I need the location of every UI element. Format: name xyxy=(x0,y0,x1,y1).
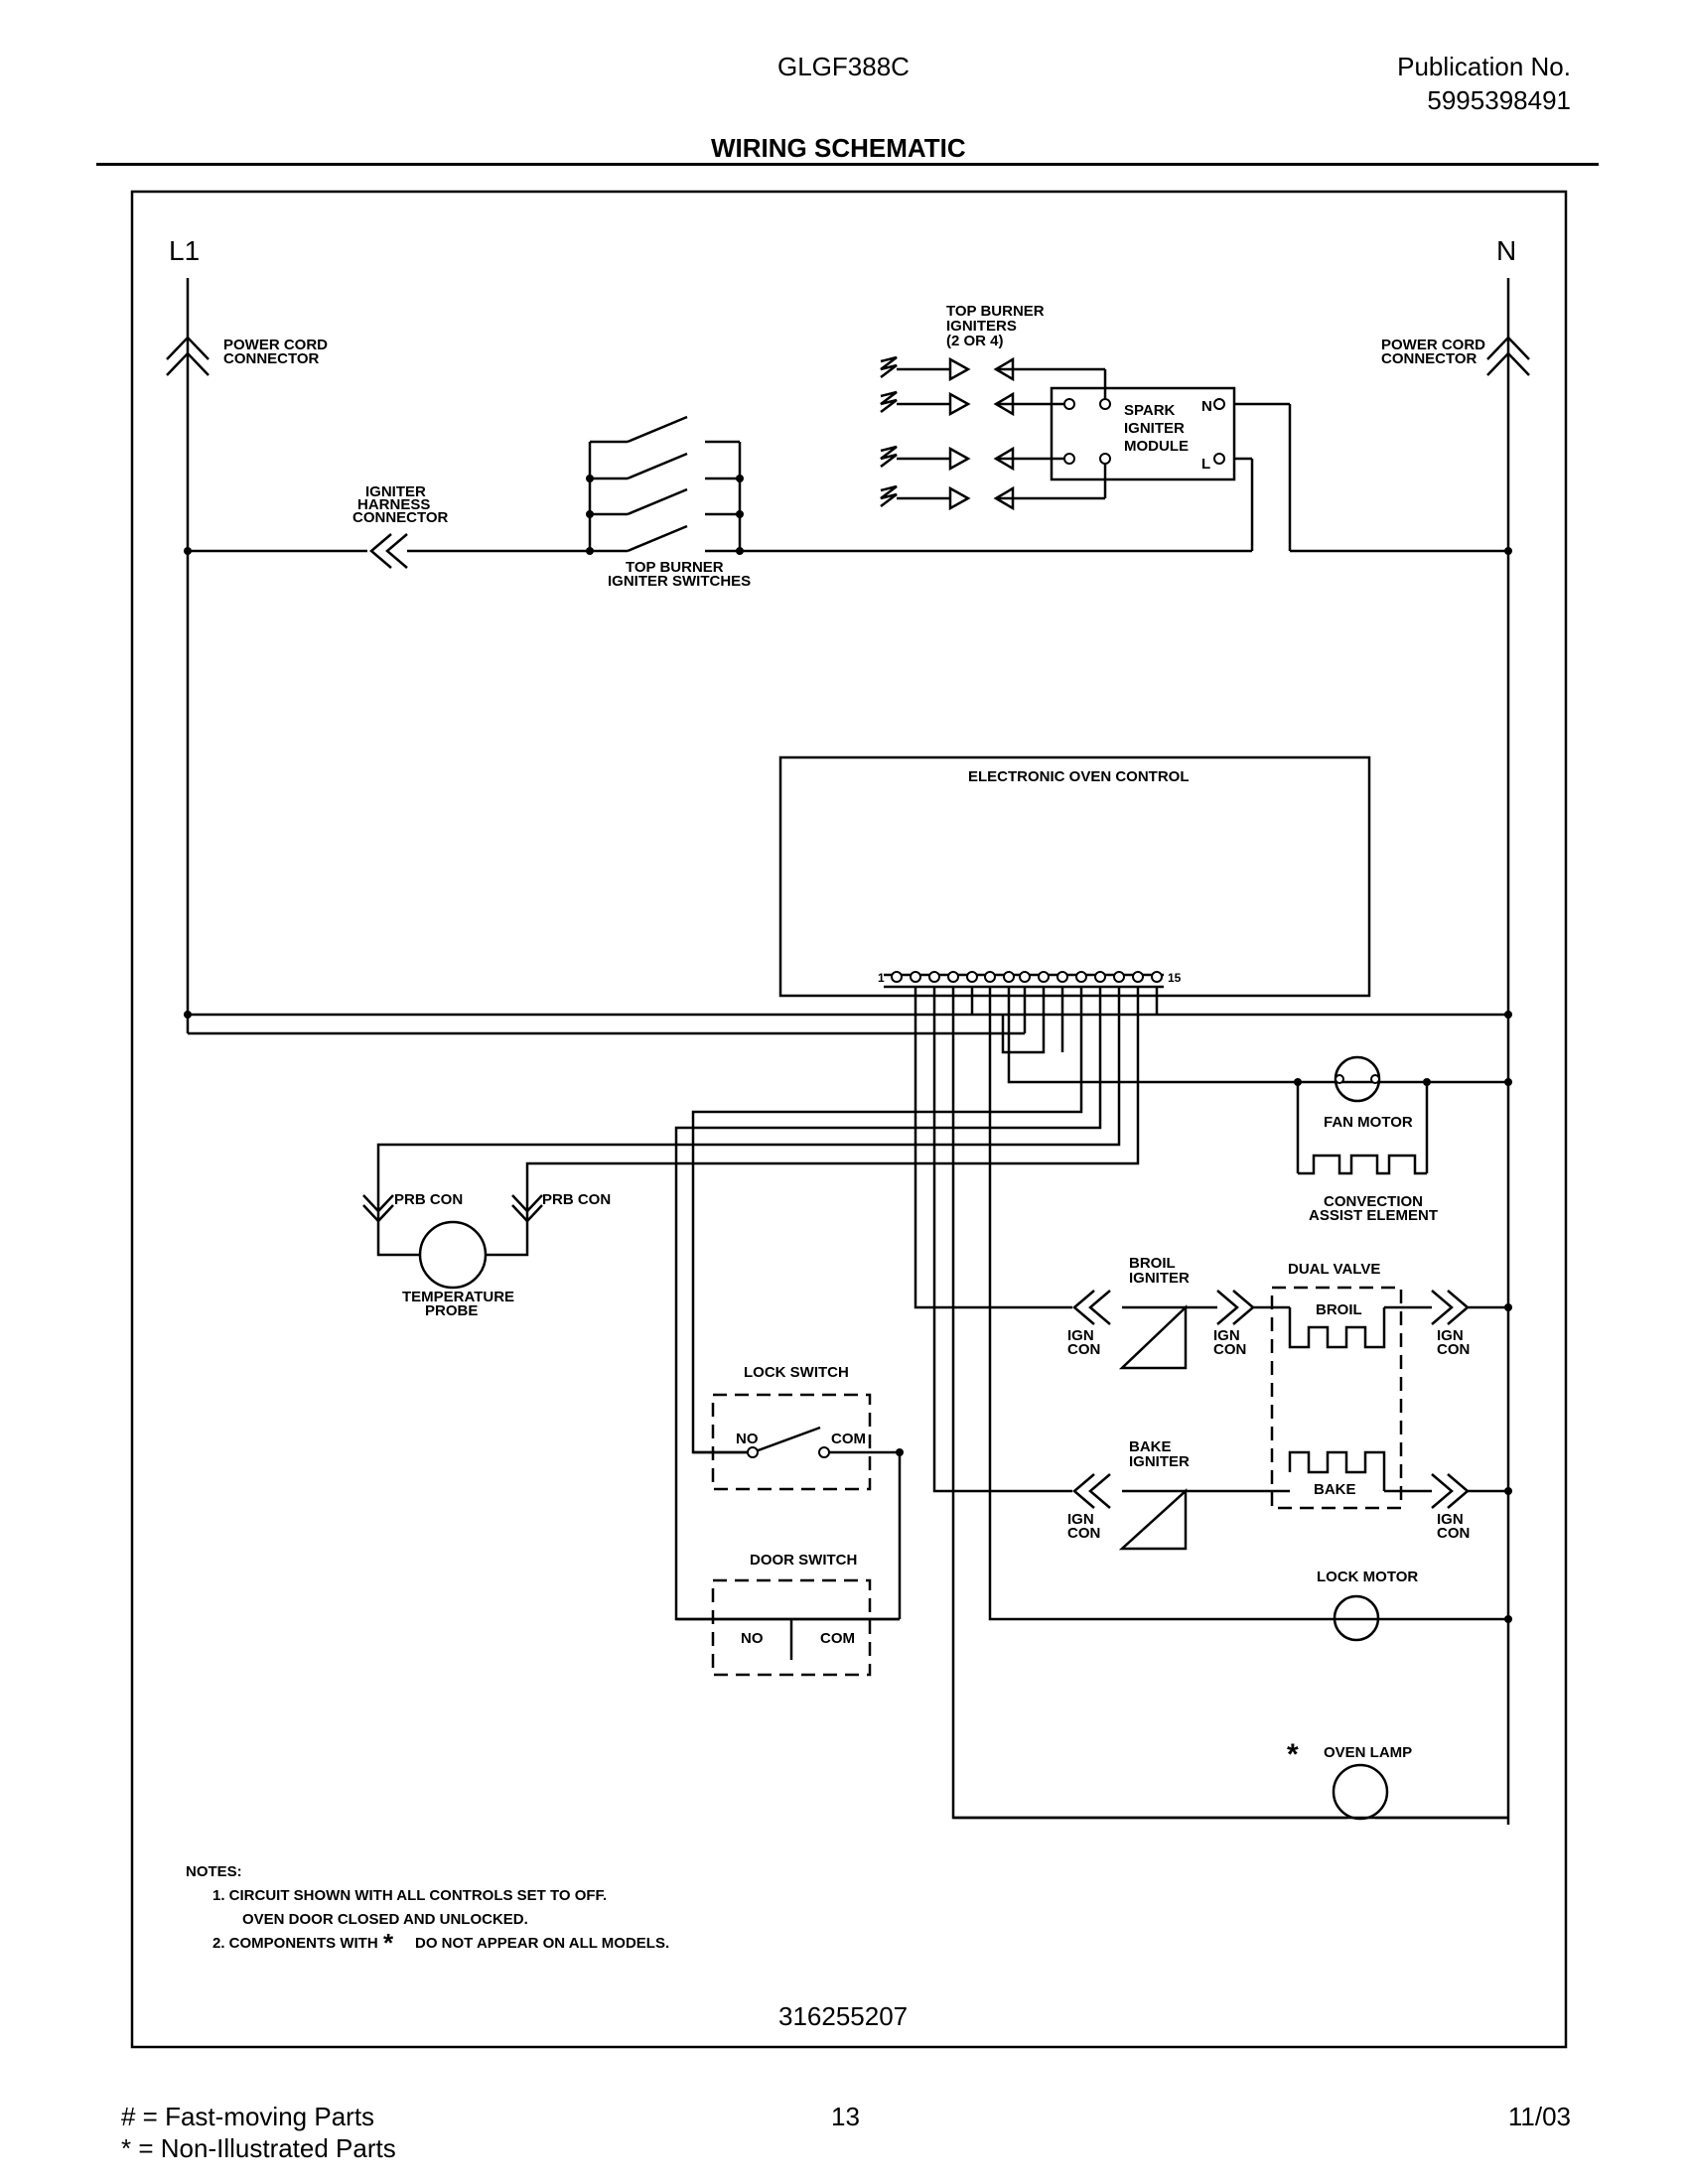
note-2a: 2. COMPONENTS WITH xyxy=(212,1935,378,1952)
spark-l-label: L xyxy=(1201,456,1210,473)
door-switch xyxy=(711,1578,872,1677)
convection-line2: ASSIST ELEMENT xyxy=(1309,1207,1438,1224)
spark-igniter-module xyxy=(1050,386,1236,481)
ign-con-1a: IGN xyxy=(1067,1327,1094,1344)
spark-n-label: N xyxy=(1201,398,1212,415)
bake-igniter-line1: BAKE xyxy=(1129,1438,1172,1455)
ign-con-1b: CON xyxy=(1067,1341,1100,1358)
lock-motor xyxy=(1333,1594,1380,1642)
dual-valve-label: DUAL VALVE xyxy=(1288,1261,1380,1278)
note-2b: DO NOT APPEAR ON ALL MODELS. xyxy=(415,1935,669,1952)
notes-title: NOTES: xyxy=(186,1863,242,1880)
igniters-line2: IGNITERS xyxy=(946,318,1017,335)
publication-label: Publication No. xyxy=(1397,52,1571,81)
broil-igniter xyxy=(1118,1304,1188,1370)
electronic-oven-control xyxy=(778,755,1371,998)
ign-con-3a: IGN xyxy=(1437,1327,1464,1344)
oven-lamp-label: OVEN LAMP xyxy=(1324,1744,1412,1761)
note-1b: OVEN DOOR CLOSED AND UNLOCKED. xyxy=(242,1911,528,1928)
dual-valve xyxy=(1270,1286,1403,1510)
ign-con-2a: IGN xyxy=(1213,1327,1240,1344)
publication-number: 5995398491 xyxy=(1427,85,1571,115)
n-label: N xyxy=(1496,235,1516,266)
note-1a: 1. CIRCUIT SHOWN WITH ALL CONTROLS SET T… xyxy=(212,1887,607,1904)
harness-line2: HARNESS xyxy=(357,496,430,513)
revision-date: 11/03 xyxy=(1507,2102,1571,2131)
prb-con-left: PRB CON xyxy=(394,1191,463,1208)
page-title: WIRING SCHEMATIC xyxy=(711,133,966,163)
switches-line1: TOP BURNER xyxy=(626,559,724,576)
probe-line1: TEMPERATURE xyxy=(402,1289,514,1305)
lock-switch-label: LOCK SWITCH xyxy=(744,1364,849,1381)
probe-line2: PROBE xyxy=(425,1302,478,1319)
broil-label: BROIL xyxy=(1316,1301,1362,1318)
convection-line1: CONVECTION xyxy=(1324,1193,1423,1210)
lock-switch xyxy=(711,1393,872,1491)
bake-label: BAKE xyxy=(1314,1481,1356,1498)
spark-line3: MODULE xyxy=(1124,438,1189,455)
page-number: 13 xyxy=(831,2102,860,2131)
bake-igniter xyxy=(1118,1488,1188,1551)
legend-fast-moving: # = Fast-moving Parts xyxy=(121,2102,375,2131)
broil-igniter-line1: BROIL xyxy=(1129,1255,1176,1272)
drawing-number: 316255207 xyxy=(778,2001,908,2031)
lock-motor-label: LOCK MOTOR xyxy=(1317,1569,1418,1585)
lock-no-label: NO xyxy=(736,1431,759,1447)
oven-lamp-asterisk: * xyxy=(1287,1738,1299,1771)
header-rule xyxy=(96,163,1599,166)
legend-non-illustrated: * = Non-Illustrated Parts xyxy=(121,2133,396,2163)
oven-lamp xyxy=(1332,1763,1389,1821)
top-burner-igniters xyxy=(880,355,1015,511)
ign-con-4a: IGN xyxy=(1067,1511,1094,1528)
model-number: GLGF388C xyxy=(777,52,910,81)
spark-line1: SPARK xyxy=(1124,402,1176,419)
note-asterisk: * xyxy=(383,1928,394,1958)
l1-label: L1 xyxy=(169,235,200,266)
ign-con-5b: CON xyxy=(1437,1525,1470,1542)
broil-igniter-line2: IGNITER xyxy=(1129,1270,1190,1287)
door-com-label: COM xyxy=(820,1630,855,1647)
pin-first: 1 xyxy=(878,971,885,985)
power-cord-n-line2: CONNECTOR xyxy=(1381,350,1477,367)
pin-last: 15 xyxy=(1168,971,1182,985)
lock-com-label: COM xyxy=(831,1431,866,1447)
power-cord-l1-line2: CONNECTOR xyxy=(223,350,320,367)
ign-con-4b: CON xyxy=(1067,1525,1100,1542)
ign-con-3b: CON xyxy=(1437,1341,1470,1358)
prb-con-right: PRB CON xyxy=(542,1191,611,1208)
power-cord-l1-line1: POWER CORD xyxy=(223,337,328,353)
igniters-line3: (2 OR 4) xyxy=(946,333,1004,349)
schematic-frame xyxy=(130,190,1568,2049)
switches-line2: IGNITER SWITCHES xyxy=(608,573,751,590)
spark-line2: IGNITER xyxy=(1124,420,1185,437)
door-no-label: NO xyxy=(741,1630,764,1647)
ign-con-2b: CON xyxy=(1213,1341,1246,1358)
igniters-line1: TOP BURNER xyxy=(946,303,1045,320)
temperature-probe xyxy=(418,1220,488,1290)
fan-motor-label: FAN MOTOR xyxy=(1324,1114,1413,1131)
harness-line3: CONNECTOR xyxy=(352,509,449,526)
bake-igniter-line2: IGNITER xyxy=(1129,1453,1190,1470)
ign-con-5a: IGN xyxy=(1437,1511,1464,1528)
oven-control-label: ELECTRONIC OVEN CONTROL xyxy=(968,768,1190,785)
harness-line1: IGNITER xyxy=(365,483,426,500)
door-switch-label: DOOR SWITCH xyxy=(750,1552,857,1569)
power-cord-n-line1: POWER CORD xyxy=(1381,337,1485,353)
